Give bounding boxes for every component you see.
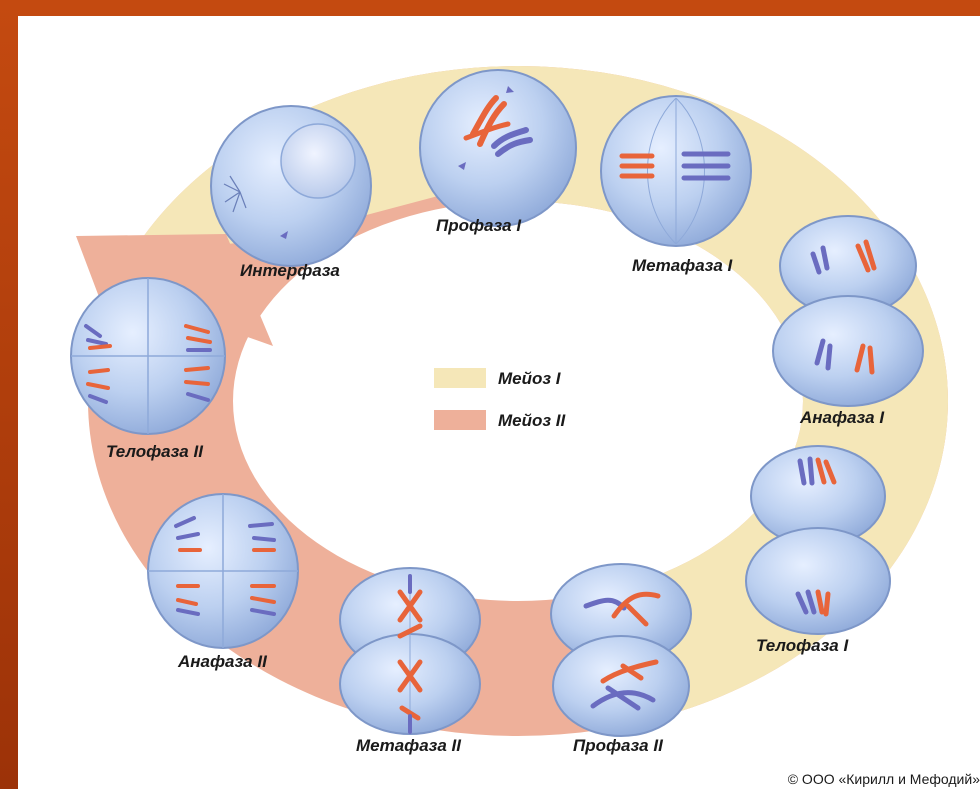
legend-label-meiosis-one: Мейоз I [498,369,561,389]
label-interphase: Интерфаза [240,261,340,281]
telophase-two-cell [71,278,225,434]
label-anaphase-two: Анафаза II [178,652,267,672]
interphase-cell [211,106,371,266]
label-metaphase-one: Метафаза I [632,256,732,276]
anaphase-two-cell [148,494,298,648]
prophase-two-cell [551,564,691,736]
diagram-panel: Интерфаза Профаза I Метафаза I Анафаза I… [18,16,980,789]
metaphase-one-cell [601,96,751,246]
legend-swatch-meiosis-two [434,410,486,430]
label-prophase-one: Профаза I [436,216,521,236]
label-metaphase-two: Метафаза II [356,736,461,756]
copyright-notice: © ООО «Кирилл и Мефодий» [788,771,980,787]
meiosis-cycle-diagram [18,16,980,789]
legend-swatch-meiosis-one [434,368,486,388]
label-telophase-one: Телофаза I [756,636,848,656]
metaphase-two-cell [340,568,480,734]
anaphase-one-cell [773,216,923,406]
label-anaphase-one: Анафаза I [800,408,884,428]
prophase-one-cell [420,70,576,226]
label-prophase-two: Профаза II [573,736,663,756]
legend-label-meiosis-two: Мейоз II [498,411,565,431]
label-telophase-two: Телофаза II [106,442,203,462]
